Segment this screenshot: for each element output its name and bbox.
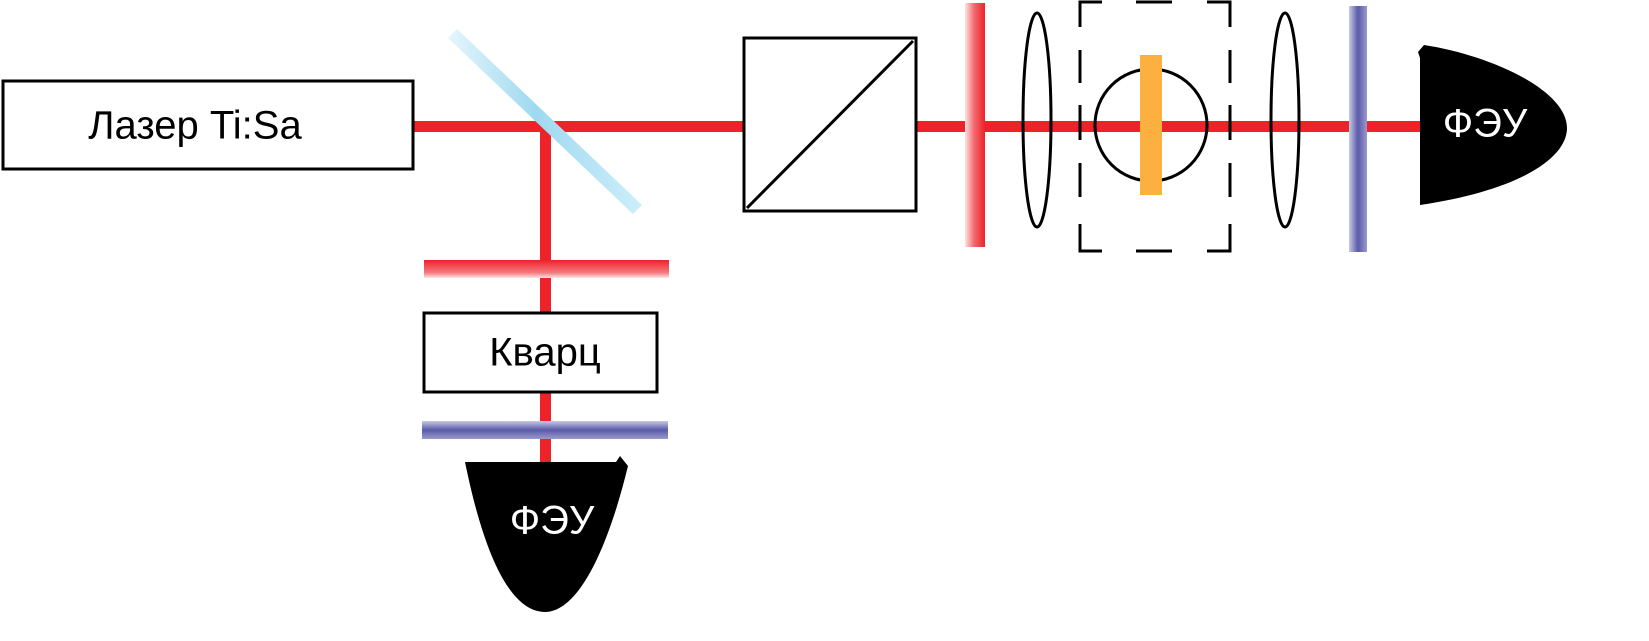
lens-focusing [1021,11,1053,229]
sample-plate [1140,55,1162,195]
red-filter-right [965,3,985,247]
pmt-bottom-label: ФЭУ [510,499,595,543]
laser-label: Лазер Ti:Sa [88,104,302,148]
pmt-bottom [465,456,628,612]
red-filter-bottom [424,260,669,278]
blue-filter-right [1349,6,1367,252]
blue-filter-bottom [422,421,668,439]
pmt-right [1418,45,1567,205]
sample-holder-frame [1078,0,1232,253]
beam-vertical [540,126,551,464]
laser-box [1,79,415,171]
quartz-label: Кварц [489,331,601,375]
beam-splitter [448,29,642,214]
beam-horizontal [414,121,1424,132]
pmt-right-label: ФЭУ [1443,102,1528,146]
polarizer-cube-diagonal [745,39,915,210]
lens-collecting [1269,11,1301,229]
quartz-box [422,311,659,394]
